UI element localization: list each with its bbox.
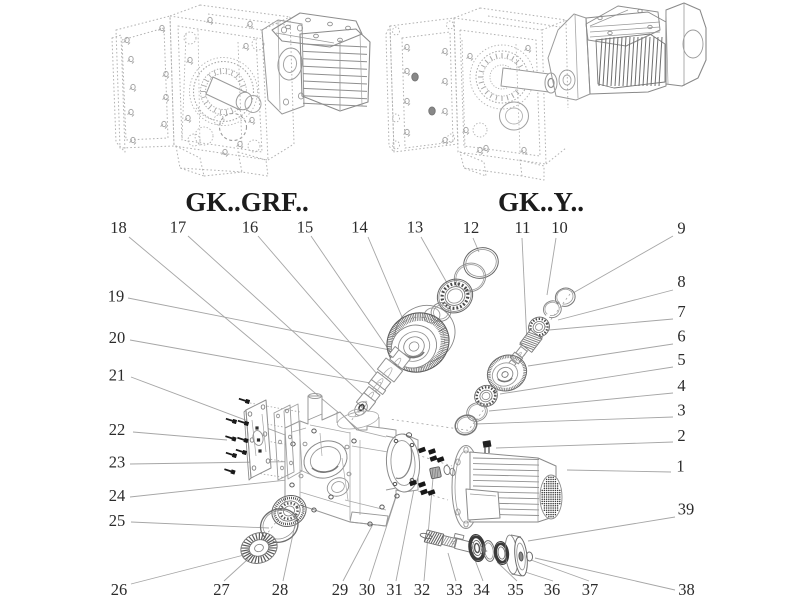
svg-text:1: 1 [676, 457, 684, 476]
svg-text:14: 14 [351, 218, 368, 237]
svg-text:17: 17 [170, 218, 187, 237]
svg-text:19: 19 [108, 287, 125, 306]
svg-text:35: 35 [507, 580, 524, 599]
svg-text:3: 3 [677, 401, 685, 420]
svg-text:32: 32 [414, 580, 431, 599]
svg-text:23: 23 [109, 453, 126, 472]
svg-text:8: 8 [677, 272, 685, 291]
svg-text:GK..Y..: GK..Y.. [498, 187, 584, 217]
svg-text:26: 26 [111, 580, 128, 599]
svg-text:33: 33 [446, 580, 463, 599]
svg-text:GK..GRF..: GK..GRF.. [185, 187, 309, 217]
svg-text:15: 15 [297, 218, 314, 237]
svg-text:34: 34 [473, 580, 490, 599]
svg-text:2: 2 [677, 426, 685, 445]
svg-text:16: 16 [242, 218, 259, 237]
svg-text:24: 24 [109, 486, 126, 505]
svg-text:12: 12 [463, 218, 480, 237]
svg-text:6: 6 [677, 327, 685, 346]
svg-text:37: 37 [582, 580, 599, 599]
svg-text:29: 29 [332, 580, 349, 599]
svg-text:28: 28 [272, 580, 289, 599]
svg-text:13: 13 [407, 218, 424, 237]
svg-text:36: 36 [544, 580, 561, 599]
svg-text:30: 30 [359, 580, 376, 599]
svg-text:31: 31 [386, 580, 403, 599]
svg-text:9: 9 [677, 219, 685, 238]
svg-text:22: 22 [109, 420, 126, 439]
svg-text:4: 4 [677, 376, 685, 395]
svg-text:27: 27 [213, 580, 230, 599]
svg-text:18: 18 [110, 218, 127, 237]
svg-text:39: 39 [678, 500, 695, 519]
svg-text:20: 20 [109, 328, 126, 347]
svg-text:25: 25 [109, 511, 126, 530]
svg-text:21: 21 [109, 366, 126, 385]
svg-text:5: 5 [677, 350, 685, 369]
svg-text:7: 7 [677, 302, 685, 321]
svg-text:38: 38 [678, 580, 695, 599]
svg-text:10: 10 [551, 218, 568, 237]
svg-text:11: 11 [515, 218, 531, 237]
